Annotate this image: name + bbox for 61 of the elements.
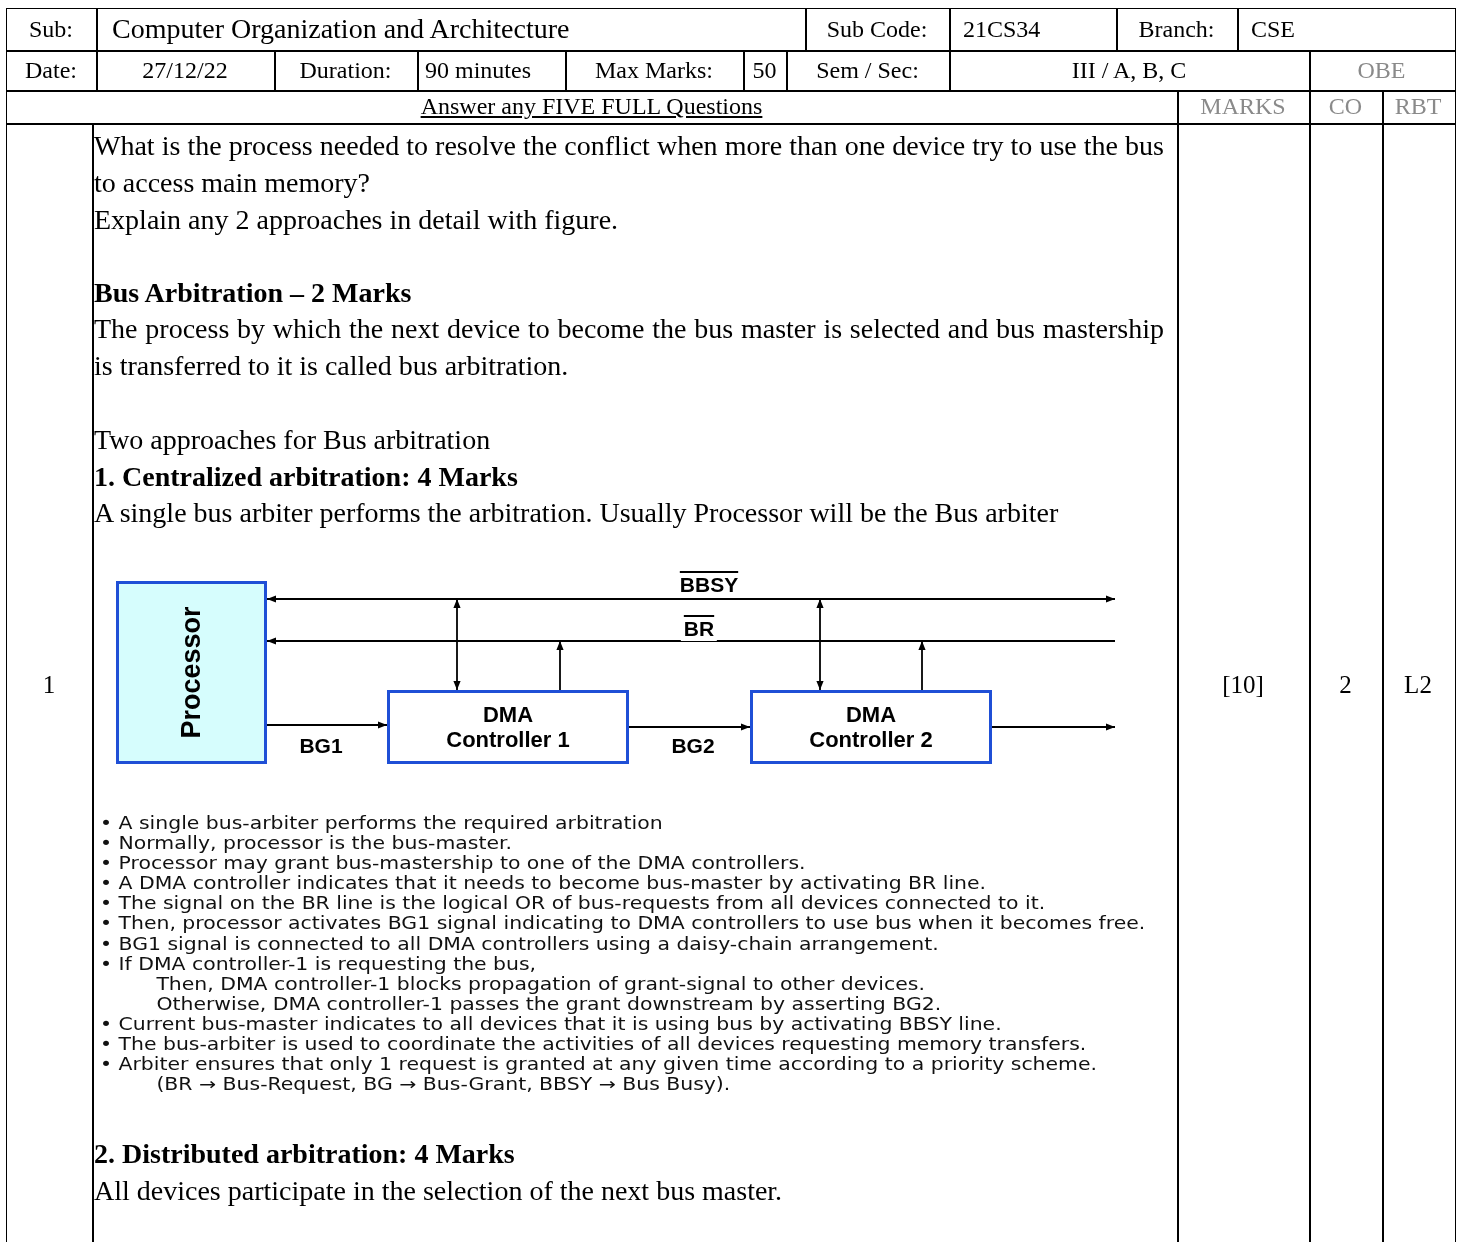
marks-value: [10] <box>1222 671 1264 699</box>
signal-line <box>266 595 1116 603</box>
signal-line <box>991 723 1116 731</box>
bullet-item: • The bus-arbiter is used to coordinate the activities of all devices requesting memory transfers. <box>100 1034 1087 1055</box>
controller-box <box>750 690 992 764</box>
field-value: 90 minutes <box>425 56 531 84</box>
field-label: Max Marks: <box>595 56 713 84</box>
signal-line <box>816 598 824 691</box>
field-value: CSE <box>1251 15 1295 43</box>
signal-line <box>918 640 926 691</box>
bullet-item: • BG1 signal is connected to all DMA controllers using a daisy-chain arrangement. <box>100 933 939 954</box>
field-value: 21CS34 <box>963 15 1041 43</box>
processor-box <box>116 581 267 764</box>
column-header: OBE <box>1357 56 1406 84</box>
section-heading: 1. Centralized arbitration: 4 Marks <box>94 460 519 494</box>
node-label: DMA Controller 2 <box>808 702 934 752</box>
field-label: Sub Code: <box>826 15 928 43</box>
paragraph: A single bus arbiter performs the arbitration. Usually Processor will be the Bus arbiter <box>94 496 1060 530</box>
signal-line <box>628 723 751 731</box>
field-label: Date: <box>25 56 77 84</box>
bullet-item: • Then, processor activates BG1 signal indicating to DMA controllers to use bus when it becomes free. <box>100 913 1146 934</box>
field-label: Sub: <box>29 15 73 43</box>
sub-item: Otherwise, DMA controller-1 passes the grant downstream by asserting BG2. <box>156 993 942 1014</box>
bullet-item: • Normally, processor is the bus-master. <box>100 833 512 854</box>
sub-item: Then, DMA controller-1 blocks propagation of grant-signal to other devices. <box>156 973 925 994</box>
signal-line <box>266 637 1116 645</box>
rbt-level: L2 <box>1404 671 1432 699</box>
controller-box <box>387 690 629 764</box>
signal-line <box>556 640 564 691</box>
instruction-text: Answer any FIVE FULL Questions <box>420 93 763 120</box>
paragraph: Two approaches for Bus arbitration <box>94 423 492 457</box>
signal-line <box>453 598 461 691</box>
bullet-item: • Processor may grant bus-mastership to one of the DMA controllers. <box>100 853 806 874</box>
field-label: Branch: <box>1138 15 1215 43</box>
bullet-item: • A single bus-arbiter performs the required arbitration <box>100 813 663 834</box>
node-label: Processor <box>176 606 207 739</box>
sub-item: (BR → Bus-Request, BG → Bus-Grant, BBSY → Bus Busy). <box>156 1074 731 1095</box>
co-value: 2 <box>1339 671 1352 699</box>
column-header: RBT <box>1394 93 1442 120</box>
field-label: Sem / Sec: <box>816 56 919 84</box>
column-header: CO <box>1328 93 1363 120</box>
column-header: MARKS <box>1200 93 1286 120</box>
section-heading: 2. Distributed arbitration: 4 Marks <box>94 1137 516 1171</box>
bullet-item: • Arbiter ensures that only 1 request is granted at any given time according to a priority scheme. <box>100 1054 1097 1075</box>
question-text: Explain any 2 approaches in detail with figure. <box>94 203 620 237</box>
bullet-item: • A DMA controller indicates that it needs to become bus-master by activating BR line. <box>100 873 987 894</box>
paragraph: The process by which the next device to become the bus master is selected and bus mastership is transferred to it is called bus arbitration. <box>94 312 1164 383</box>
question-number: 1 <box>42 671 56 699</box>
field-value: III / A, B, C <box>1071 56 1187 84</box>
field-label: Duration: <box>299 56 392 84</box>
bullet-item: • The signal on the BR line is the logical OR of bus-requests from all devices connected to it. <box>100 893 1046 914</box>
bullet-item: • Current bus-master indicates to all devices that it is using bus by activating BBSY line. <box>100 1013 1002 1035</box>
signal-line <box>266 721 388 729</box>
node-label: DMA Controller 1 <box>445 702 571 752</box>
bullet-item: • If DMA controller-1 is requesting the bus, <box>100 953 537 974</box>
field-value: 50 <box>752 56 777 84</box>
section-heading: Bus Arbitration – 2 Marks <box>94 276 413 310</box>
paragraph: All devices participate in the selection of the next bus master. <box>94 1174 784 1208</box>
field-value: 27/12/22 <box>142 56 228 84</box>
question-text: What is the process needed to resolve the conflict when more than one device try to use the bus to access main memory? <box>94 129 1164 200</box>
subject-title: Computer Organization and Architecture <box>112 13 570 45</box>
